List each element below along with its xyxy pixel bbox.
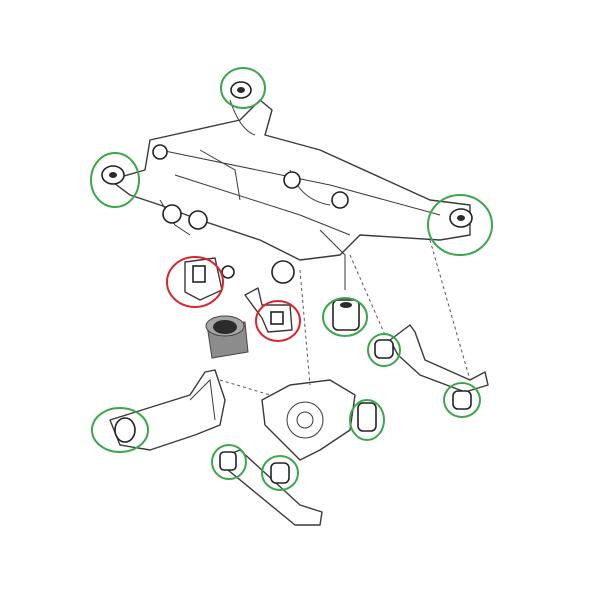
marker-upper-arm-outer (443, 382, 481, 418)
marker-differential-mount-bracket (255, 300, 301, 342)
differential-mounts (184, 257, 293, 333)
marker-knuckle-bushing (349, 399, 385, 441)
upper-control-arm (349, 239, 489, 410)
marker-right-subframe-mount (427, 194, 493, 256)
marker-trailing-arm-bushing (91, 407, 149, 453)
rear-subframe (109, 99, 471, 290)
marker-lower-link-outer (261, 455, 299, 491)
replacement-bushing (205, 315, 249, 359)
rear-knuckle (261, 269, 377, 461)
marker-differential-mount-left (166, 256, 224, 308)
marker-lower-link-inner (211, 444, 247, 480)
lower-link (219, 449, 323, 526)
marker-left-subframe-mount (90, 152, 140, 208)
subframe-bushings (101, 81, 473, 331)
marker-upper-arm-inner (367, 333, 401, 367)
marker-center-mount (322, 297, 368, 337)
trailing-arm (109, 369, 271, 451)
marker-rear-upper-mount (220, 67, 266, 109)
marker-layer (90, 67, 493, 491)
